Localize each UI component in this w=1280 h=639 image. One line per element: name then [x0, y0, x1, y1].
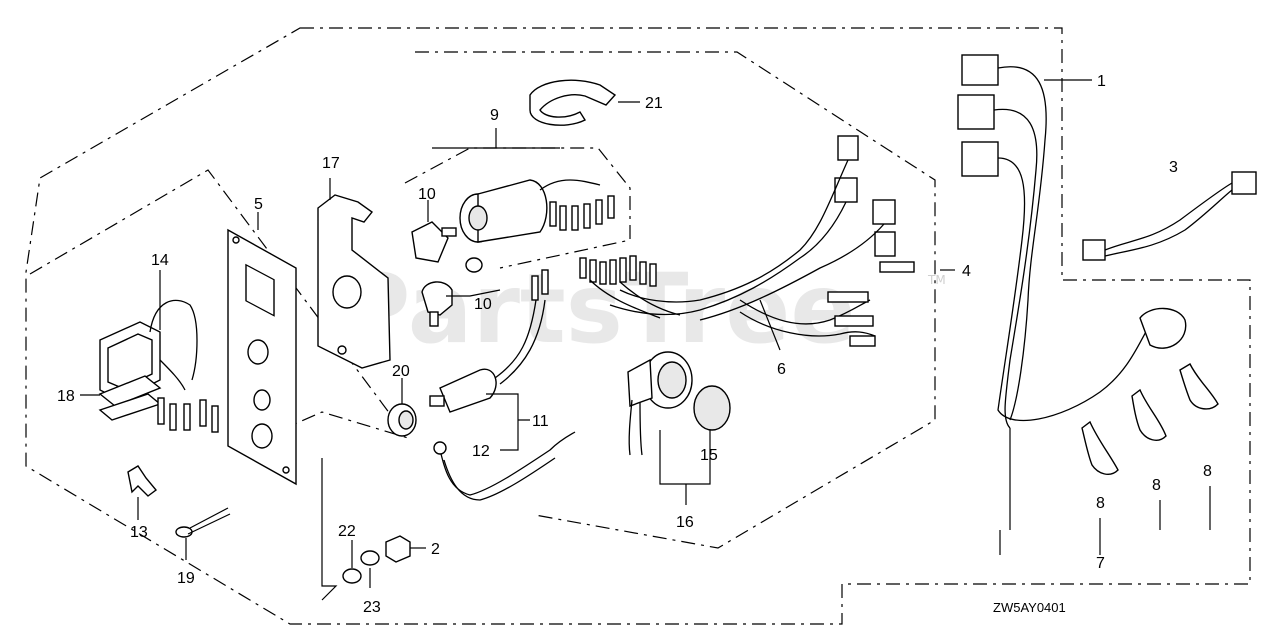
callout-23[interactable]: 23: [363, 599, 381, 616]
callout-6[interactable]: 6: [777, 361, 786, 378]
callout-2[interactable]: 2: [431, 541, 440, 558]
washer-23: [360, 550, 380, 566]
callout-12[interactable]: 12: [472, 443, 490, 460]
leader-lines: [80, 79, 1211, 588]
callout-10b[interactable]: 10: [474, 296, 492, 313]
callout-13[interactable]: 13: [130, 524, 148, 541]
callout-1[interactable]: 1: [1097, 73, 1106, 90]
callout-17[interactable]: 17: [322, 155, 340, 172]
ignition-key-10b: [421, 281, 453, 316]
ctrl-terminal-3: [849, 335, 876, 347]
callout-21[interactable]: 21: [645, 95, 663, 112]
harness-connector-2: [957, 94, 995, 130]
nut-2: [385, 535, 411, 563]
mounting-bracket: [317, 194, 391, 369]
callout-5[interactable]: 5: [254, 196, 263, 213]
meter: [627, 351, 731, 456]
switch-panel-plate: [227, 228, 297, 486]
rocker-switch: [98, 299, 219, 433]
ignition-terminals: [549, 195, 615, 231]
callout-15[interactable]: 15: [700, 447, 718, 464]
extension-wire: [1082, 171, 1257, 261]
clamps: [1081, 363, 1219, 476]
callout-7[interactable]: 7: [1096, 555, 1105, 572]
callout-3[interactable]: 3: [1169, 159, 1178, 176]
callout-9[interactable]: 9: [490, 107, 499, 124]
callout-4[interactable]: 4: [962, 263, 971, 280]
harness-connector-3: [961, 141, 999, 177]
callout-8c[interactable]: 8: [1203, 463, 1212, 480]
extension-connector-right: [1231, 171, 1257, 195]
callout-8b[interactable]: 8: [1152, 477, 1161, 494]
clamp-8b: [1131, 388, 1167, 441]
meter-cover-15: [693, 385, 731, 431]
stop-switch: [429, 269, 576, 501]
callout-16[interactable]: 16: [676, 514, 694, 531]
screw-19: [175, 507, 231, 538]
control-harness: [579, 135, 915, 347]
switch-cover-18: [98, 375, 162, 407]
watermark-trademark: TM: [927, 273, 946, 287]
washer-22: [342, 568, 362, 584]
lanyard-coil: [439, 431, 576, 496]
ignition-group-boundary: [404, 147, 631, 269]
outer-assembly-boundary: [25, 27, 1251, 625]
ignition-key-10a: [411, 221, 449, 263]
callout-20[interactable]: 20: [392, 363, 410, 380]
hardware-small: [342, 403, 417, 584]
lower-bracket-line: [321, 458, 338, 601]
ctrl-connector-d: [874, 231, 896, 257]
switch-panel-boundary: [29, 169, 410, 440]
harness-plug: [1139, 307, 1187, 349]
watermark-text: PartsTree: [340, 253, 855, 365]
ignition-switch: [411, 179, 615, 327]
switch-terminals: [157, 397, 219, 433]
clamp-8c: [1179, 363, 1219, 410]
clip-13: [127, 465, 158, 497]
callout-14[interactable]: 14: [151, 252, 169, 269]
ctrl-connector-c: [872, 199, 896, 225]
callouts: 1 2 3 4 5 6 7 8 8 8 9 10 10 11 12 13 14 …: [57, 73, 1212, 616]
clamp-8a: [1081, 420, 1119, 476]
diagram-code: ZW5AY0401: [993, 600, 1066, 615]
ctrl-connector-a: [837, 135, 859, 161]
harness-connector-1: [961, 54, 999, 86]
callout-19[interactable]: 19: [177, 570, 195, 587]
wire-harness-main: [957, 54, 1187, 530]
extension-connector-left: [1082, 239, 1106, 261]
callout-22[interactable]: 22: [338, 523, 356, 540]
callout-11[interactable]: 11: [532, 413, 549, 430]
control-box-boundary: [415, 51, 936, 549]
ctrl-terminal-bundle: [579, 255, 681, 319]
callout-10a[interactable]: 10: [418, 186, 436, 203]
assembly-outlines: [25, 27, 1251, 625]
ctrl-terminal-4: [879, 261, 915, 273]
band-clip: [529, 79, 617, 126]
ctrl-terminal-1: [827, 291, 869, 303]
callout-8a[interactable]: 8: [1096, 495, 1105, 512]
callout-18[interactable]: 18: [57, 388, 75, 405]
ctrl-terminal-2: [834, 315, 874, 327]
